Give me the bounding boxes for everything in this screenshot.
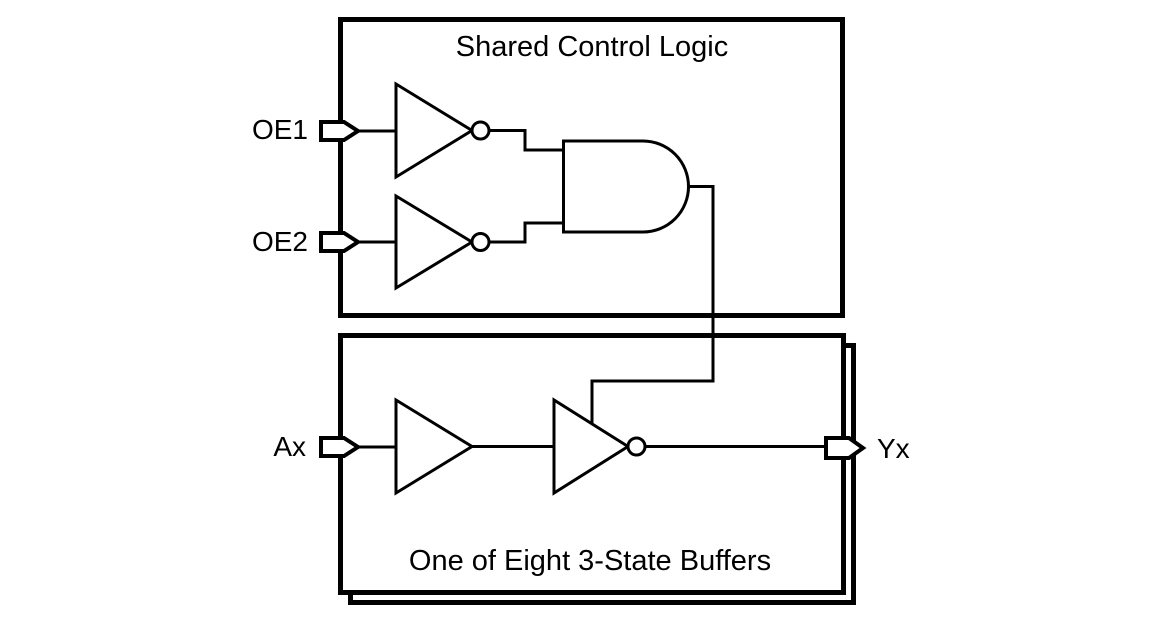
enable-control-wire: [590, 185, 715, 424]
diagram-lines: [319, 17, 867, 605]
oe2-label: OE2: [252, 226, 308, 257]
output-buffer-gate-icon: [552, 397, 631, 496]
ax-label: Ax: [273, 431, 306, 462]
oe2-inverter-gate-icon: [394, 193, 475, 291]
control-block-title: Shared Control Logic: [456, 31, 728, 63]
oe1-label: OE1: [252, 114, 308, 145]
oe2-inverter-bubble-icon: [470, 232, 491, 252]
oe2-to-and-wire: [489, 221, 564, 244]
oe1-to-and-wire: [489, 129, 564, 152]
oe1-inverter-gate-icon: [394, 81, 475, 180]
oe2-input-pin-icon: [319, 231, 362, 253]
yx-label: Yx: [877, 433, 910, 464]
and-gate-icon: [562, 139, 690, 234]
input-buffer-gate-icon: [394, 397, 475, 496]
oe1-input-pin-icon: [319, 120, 362, 142]
yx-output-pin-icon: [824, 436, 867, 460]
output-buffer-bubble-icon: [626, 436, 647, 457]
ax-input-pin-icon: [319, 436, 362, 458]
oe1-inverter-bubble-icon: [470, 120, 491, 141]
buffer-block-title: One of Eight 3-State Buffers: [409, 545, 771, 577]
